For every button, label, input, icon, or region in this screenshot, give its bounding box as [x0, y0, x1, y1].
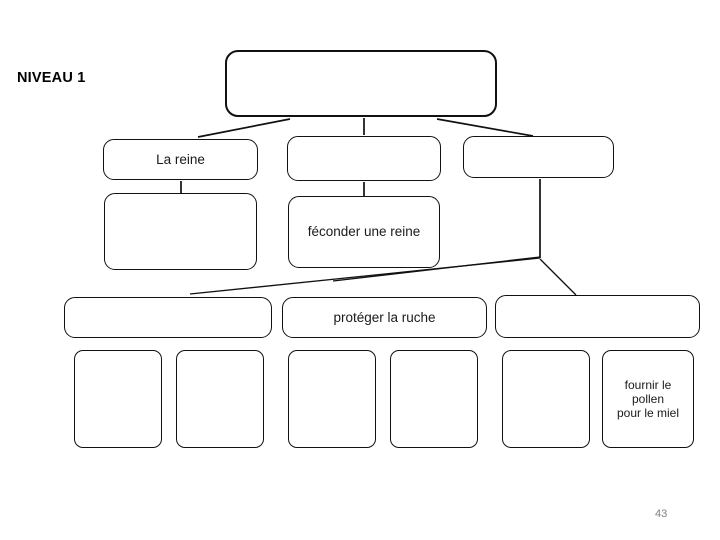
node-box-r3c2[interactable]: féconder une reine [288, 196, 440, 268]
node-box-r5c1[interactable] [74, 350, 162, 448]
node-box-r5c3[interactable] [288, 350, 376, 448]
node-box-r4c3[interactable] [495, 295, 700, 338]
level-title: NIVEAU 1 [17, 70, 86, 86]
node-label-r5c6: fournir le pollen pour le miel [616, 377, 680, 421]
node-box-r3c1[interactable] [104, 193, 257, 270]
node-box-r2c1[interactable]: La reine [103, 139, 258, 180]
node-box-r4c1[interactable] [64, 297, 272, 338]
page-number: 43 [655, 508, 668, 520]
node-box-r5c2[interactable] [176, 350, 264, 448]
node-box-r4c2[interactable]: protéger la ruche [282, 297, 487, 338]
node-label-r2c1: La reine [156, 151, 205, 167]
node-box-root[interactable] [225, 50, 497, 117]
node-label-r3c2: féconder une reine [307, 224, 421, 240]
node-box-r5c4[interactable] [390, 350, 478, 448]
connector-root-to-r2c1 [197, 118, 291, 138]
node-label-r4c2: protéger la ruche [333, 309, 436, 325]
node-box-r2c2[interactable] [287, 136, 441, 181]
connector-hub-to-r4c3 [539, 258, 577, 296]
node-box-r5c5[interactable] [502, 350, 590, 448]
node-box-r2c3[interactable] [463, 136, 614, 178]
node-box-r5c6[interactable]: fournir le pollen pour le miel [602, 350, 694, 448]
connector-root-to-r2c3 [436, 118, 534, 137]
